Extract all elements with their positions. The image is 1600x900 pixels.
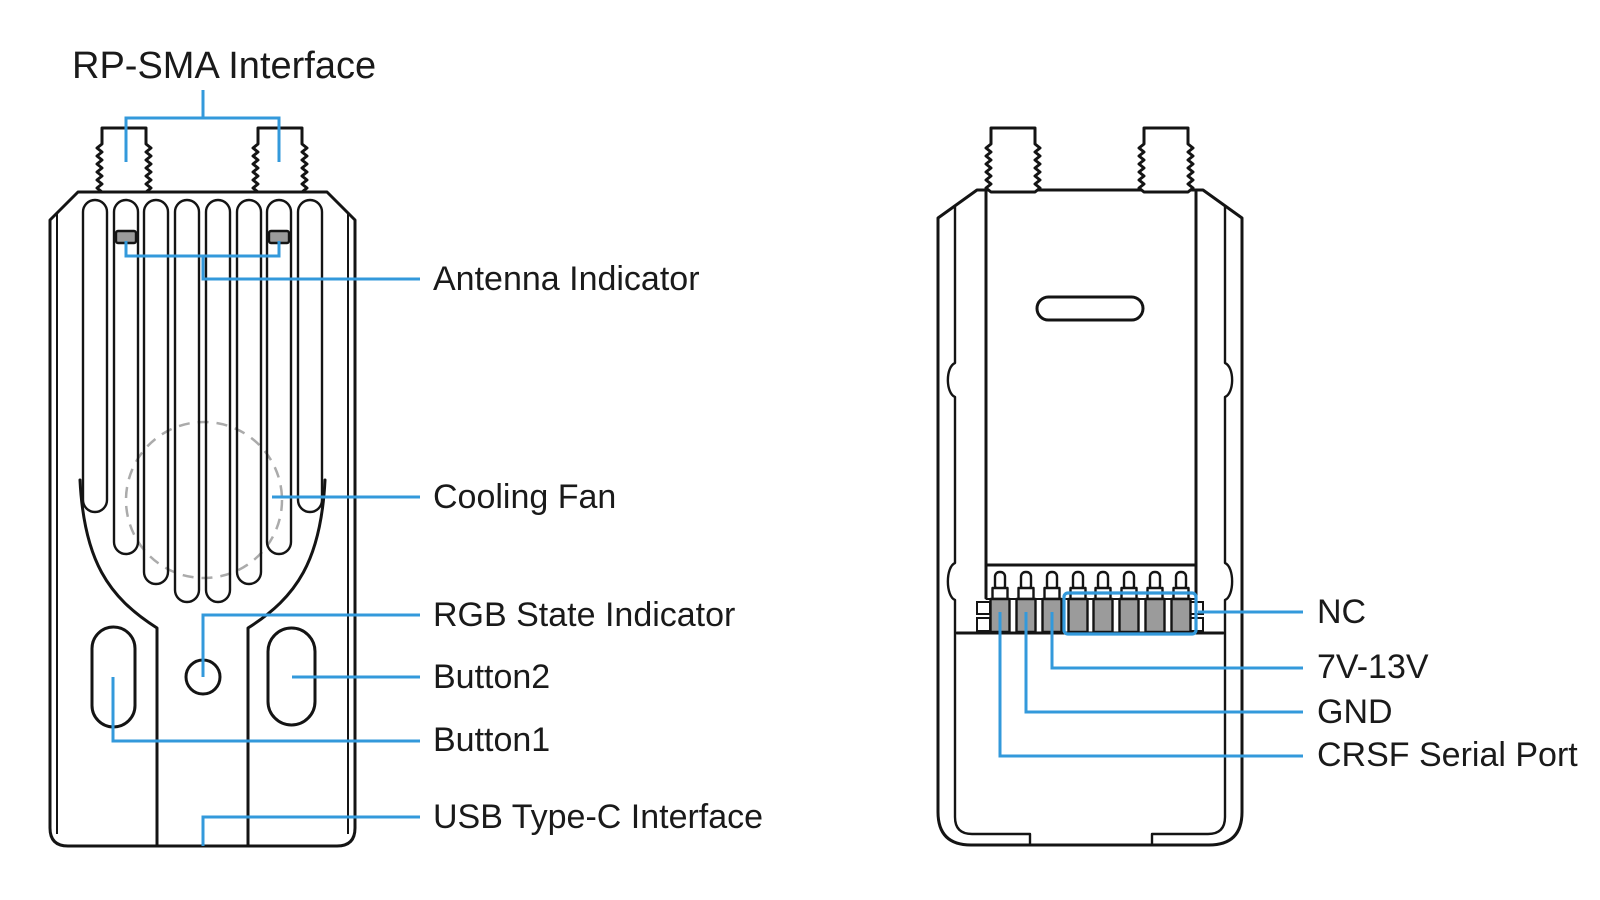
label-nc: NC xyxy=(1317,593,1366,631)
label-cooling-fan: Cooling Fan xyxy=(433,478,616,516)
label-rgb-state-indicator: RGB State Indicator xyxy=(433,596,735,634)
rp-sma-connector-back-left xyxy=(984,126,1042,194)
leader-button1 xyxy=(111,677,420,743)
rp-sma-connector-left xyxy=(95,126,153,194)
heatsink-fin xyxy=(112,198,140,556)
front-body-outline xyxy=(48,190,357,848)
label-rp-sma-interface: RP-SMA Interface xyxy=(72,45,376,87)
back-inner-liner-right xyxy=(1150,205,1234,846)
rp-sma-connector-back-right xyxy=(1137,126,1195,194)
leader-rgb-state-indicator xyxy=(201,613,420,677)
label-power: 7V-13V xyxy=(1317,648,1429,686)
leader-crsf xyxy=(998,612,1303,758)
heatsink-fin xyxy=(142,198,170,586)
back-inner-liner-left xyxy=(946,205,1032,846)
label-crsf-serial-port: CRSF Serial Port xyxy=(1317,736,1578,774)
heatsink-fin xyxy=(296,198,324,514)
leader-antenna-indicator xyxy=(124,241,420,281)
label-gnd: GND xyxy=(1317,693,1393,731)
front-view-device xyxy=(48,126,357,848)
heatsink-fin xyxy=(265,198,293,556)
leader-power xyxy=(1050,612,1303,670)
back-slot-opening xyxy=(1035,295,1145,322)
heatsink-fin xyxy=(173,198,201,604)
heatsink-taper-left xyxy=(78,478,159,848)
leader-rp-sma xyxy=(124,90,281,162)
back-body-outline xyxy=(936,188,1244,847)
label-antenna-indicator: Antenna Indicator xyxy=(433,260,700,298)
heatsink-fin xyxy=(235,198,263,586)
back-view-device xyxy=(936,126,1244,847)
leader-gnd xyxy=(1024,612,1303,714)
nc-pin-group-box xyxy=(1062,591,1198,636)
leader-usb xyxy=(201,815,420,846)
heatsink-taper-right xyxy=(246,478,327,848)
heatsink-fin xyxy=(81,198,109,514)
label-button1: Button1 xyxy=(433,721,550,759)
label-button2: Button2 xyxy=(433,658,550,696)
leader-lines xyxy=(111,90,1303,846)
label-usb-type-c: USB Type-C Interface xyxy=(433,798,763,836)
heatsink-fins xyxy=(81,198,324,604)
heatsink-fin xyxy=(204,198,232,604)
cooling-fan-circle xyxy=(124,420,284,580)
labels: RP-SMA Interface Antenna Indicator Cooli… xyxy=(72,45,1578,836)
